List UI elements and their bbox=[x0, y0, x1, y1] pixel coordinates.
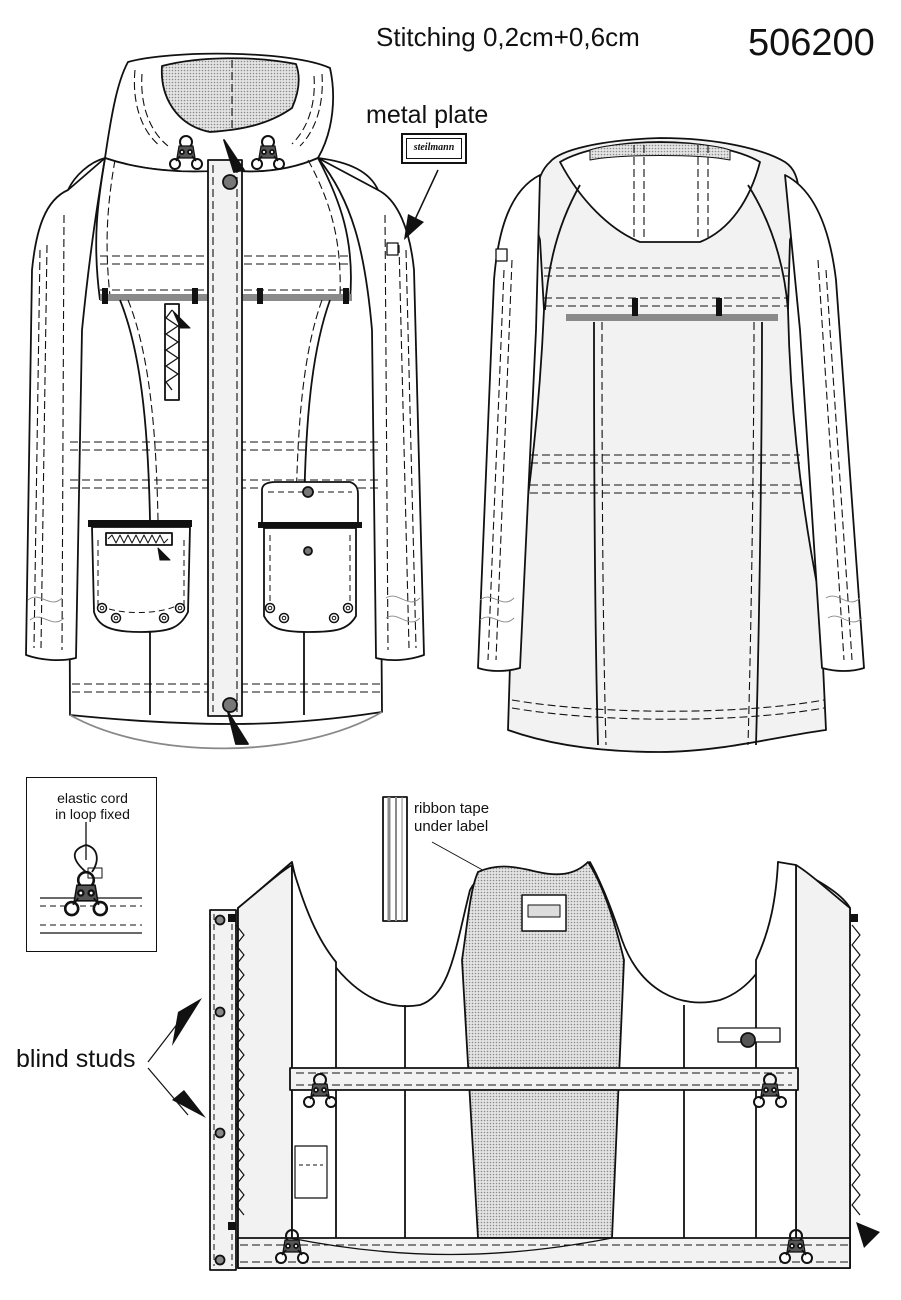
front-view bbox=[25, 52, 439, 750]
back-view bbox=[477, 137, 865, 753]
metal-plate-label: metal plate bbox=[366, 101, 489, 129]
elastic-cord-diagram bbox=[40, 822, 142, 934]
inside-view bbox=[147, 796, 880, 1271]
plate-brand: steilmann bbox=[413, 142, 455, 153]
stitching-spec: Stitching 0,2cm+0,6cm bbox=[376, 22, 640, 52]
style-number: 506200 bbox=[748, 22, 875, 64]
metal-plate-icon: steilmann bbox=[401, 133, 467, 164]
blind-studs-label: blind studs bbox=[16, 1045, 136, 1073]
